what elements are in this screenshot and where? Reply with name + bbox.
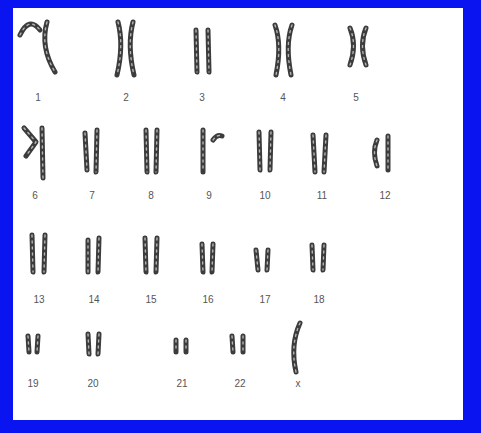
chromosome-number: 5 bbox=[353, 92, 359, 104]
chromosome-number: 7 bbox=[89, 190, 95, 202]
karyotype-panel bbox=[13, 8, 463, 420]
chromosome-number: 16 bbox=[202, 294, 213, 306]
chromosome-number: 12 bbox=[379, 190, 390, 202]
chromosome-number: 21 bbox=[176, 378, 187, 390]
chromosome-number: 14 bbox=[88, 294, 99, 306]
chromosome-number: 1 bbox=[35, 92, 41, 104]
chromosome-number: 13 bbox=[33, 294, 44, 306]
chromosome-number: 18 bbox=[313, 294, 324, 306]
chromosome-number: 3 bbox=[199, 92, 205, 104]
chromosome-number: 19 bbox=[27, 378, 38, 390]
chromosome-number: 17 bbox=[259, 294, 270, 306]
chromosome-number: 22 bbox=[234, 378, 245, 390]
chromosome-number: 15 bbox=[145, 294, 156, 306]
chromosome-number: 6 bbox=[32, 190, 38, 202]
chromosome-number: 4 bbox=[280, 92, 286, 104]
chromosome-number: 2 bbox=[123, 92, 129, 104]
chromosome-bands bbox=[20, 22, 388, 372]
chromosome-outline bbox=[20, 22, 388, 372]
chromosome-number: 20 bbox=[87, 378, 98, 390]
chromosome-number: x bbox=[296, 378, 301, 390]
chromosome-number: 10 bbox=[259, 190, 270, 202]
chromosome-number: 11 bbox=[317, 190, 327, 202]
chromosome-number: 9 bbox=[206, 190, 212, 202]
chromosome-number: 8 bbox=[148, 190, 154, 202]
